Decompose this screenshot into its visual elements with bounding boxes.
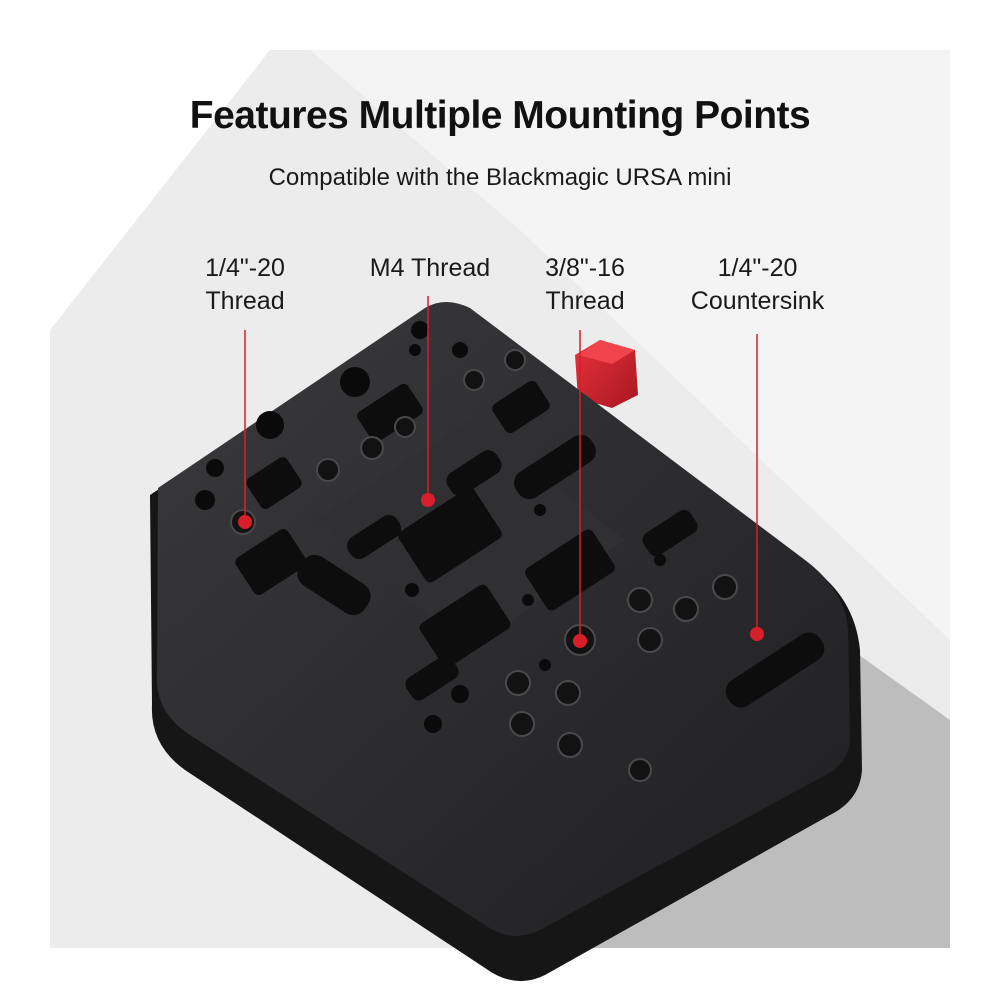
marker-dot-1 — [238, 515, 252, 529]
marker-dot-2 — [421, 493, 435, 507]
callout-line2: Countersink — [690, 287, 825, 315]
page-title: Features Multiple Mounting Points — [189, 94, 811, 137]
callout-marker-dots — [238, 493, 764, 648]
callout-three-eighths-thread: 3/8"-16 Thread — [505, 252, 665, 318]
callout-line2: Thread — [545, 287, 625, 315]
callout-quarter-countersink: 1/4"-20 Countersink — [670, 252, 845, 318]
marker-dot-3 — [573, 634, 587, 648]
marker-dot-4 — [750, 627, 764, 641]
callout-line1: 3/8"-16 — [545, 254, 625, 282]
callout-line1: 1/4"-20 — [205, 254, 285, 282]
callout-quarter-thread: 1/4"-20 Thread — [170, 252, 320, 318]
callout-line2: Thread — [205, 287, 285, 315]
red-locking-knob — [575, 340, 638, 408]
callout-m4-thread: M4 Thread — [350, 252, 510, 285]
callout-leader-lines — [244, 296, 758, 640]
mounting-plate — [150, 302, 862, 982]
page-subtitle: Compatible with the Blackmagic URSA mini — [268, 164, 732, 191]
callout-line1: M4 Thread — [369, 254, 491, 282]
callout-line1: 1/4"-20 — [717, 254, 798, 282]
